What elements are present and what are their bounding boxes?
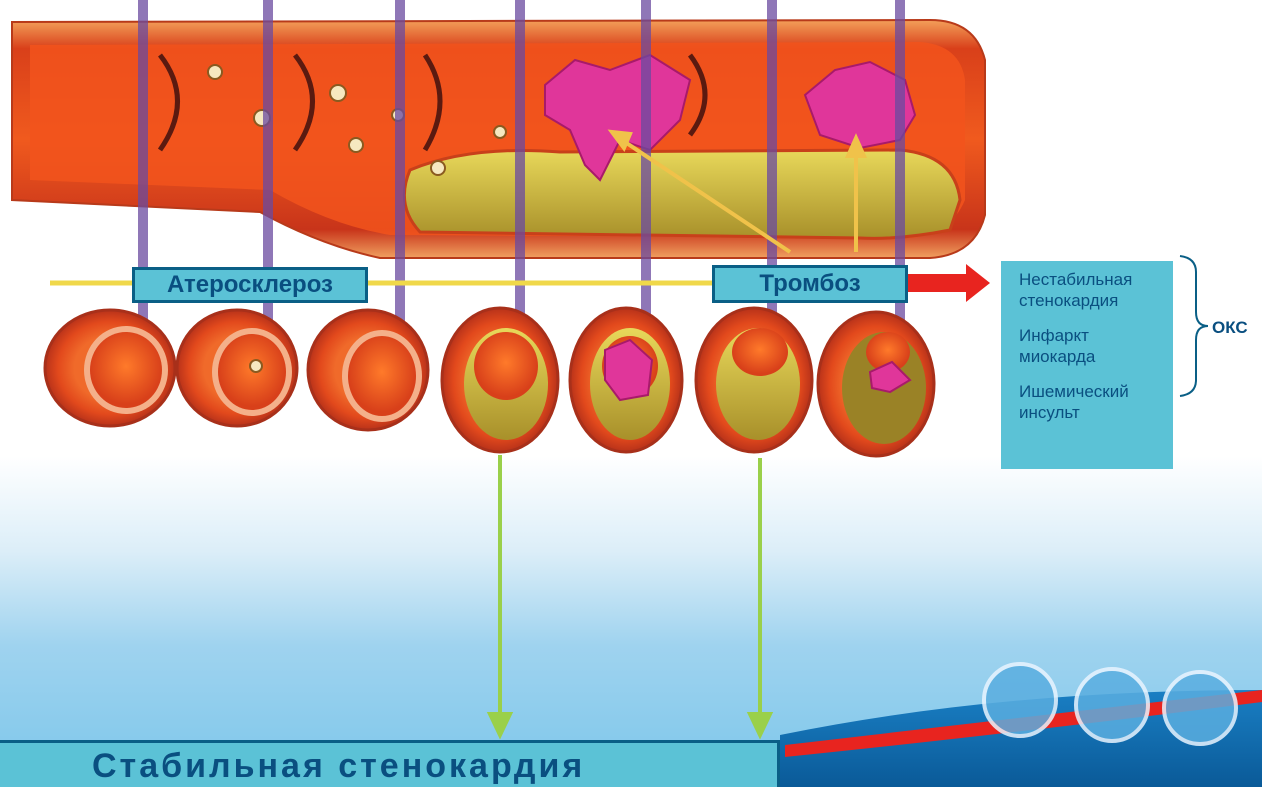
infarct-line2: миокарда bbox=[1019, 346, 1163, 367]
plaque-core bbox=[404, 150, 960, 238]
ring-3 bbox=[308, 310, 428, 430]
ring-6 bbox=[696, 308, 812, 452]
oks-brace bbox=[1180, 256, 1208, 396]
longitudinal-artery bbox=[12, 20, 985, 258]
cross-sections bbox=[45, 308, 934, 456]
atherosclerosis-label: Атеросклероз bbox=[132, 267, 368, 303]
stroke-line1: Ишемический bbox=[1019, 381, 1163, 402]
ring-5 bbox=[570, 308, 682, 452]
outcomes-box: Нестабильная стенокардия Инфаркт миокард… bbox=[1001, 261, 1173, 469]
ring-2 bbox=[177, 310, 297, 426]
stable-arrows bbox=[490, 455, 770, 735]
stroke-line2: инсульт bbox=[1019, 402, 1163, 423]
infarct-line1: Инфаркт bbox=[1019, 325, 1163, 346]
stable-angina-banner: Стабильная стенокардия bbox=[0, 740, 780, 787]
ring-4 bbox=[442, 308, 558, 452]
ring-1 bbox=[45, 310, 175, 426]
unstable-angina-line2: стенокардия bbox=[1019, 290, 1163, 311]
bottom-decoration bbox=[780, 664, 1262, 787]
unstable-angina-line1: Нестабильная bbox=[1019, 269, 1163, 290]
acs-label: ОКС bbox=[1212, 318, 1248, 338]
thrombosis-label: Тромбоз bbox=[712, 265, 908, 303]
ring-7 bbox=[818, 312, 934, 456]
red-arrow bbox=[908, 264, 990, 302]
